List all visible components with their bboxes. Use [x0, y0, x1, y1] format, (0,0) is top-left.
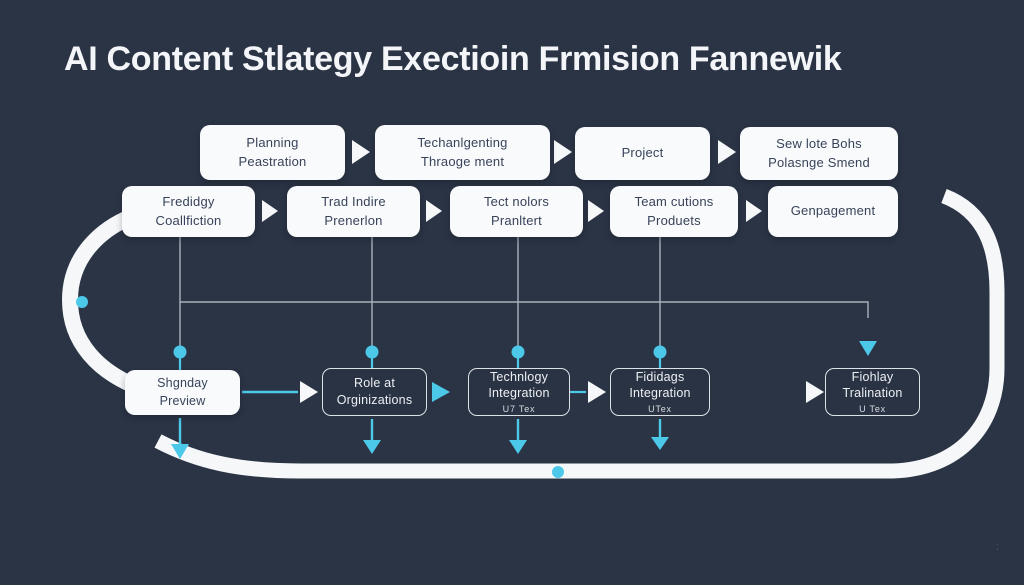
node-dot — [365, 345, 379, 359]
box-line: Coallfiction — [155, 212, 222, 228]
box-planning-peastration: Planning Peastration — [200, 125, 345, 180]
box-line: Technlogy — [489, 369, 549, 384]
box-line: Trad Indire — [321, 194, 386, 210]
box-line: Fredidgy — [162, 194, 215, 210]
box-trad-indire: Trad Indire Prenerlon — [287, 186, 420, 237]
band-dot-left — [76, 296, 88, 308]
arrow-right-icon — [262, 200, 278, 222]
box-line: Planning — [246, 135, 299, 151]
node-dot — [653, 345, 667, 359]
arrow-right-icon — [588, 381, 606, 403]
box-line: Techanlgenting — [417, 135, 508, 151]
box-subline: UTex — [648, 404, 672, 415]
box-line: Integration — [629, 386, 691, 401]
corner-mark: : — [995, 541, 1000, 553]
box-role-at-orginizations: Role at Orginizations — [322, 368, 427, 416]
box-technlogy-integration: Technlogy Integration U7 Tex — [468, 368, 570, 416]
box-line: Tect nolors — [483, 194, 550, 210]
node-dot — [511, 345, 525, 359]
box-line: Preview — [159, 393, 206, 408]
box-subline: U Tex — [859, 404, 886, 415]
box-line: Genpagement — [790, 203, 876, 219]
box-line: Tralination — [842, 386, 903, 401]
box-sew-lote-bohs: Sew lote Bohs Polasnge Smend — [740, 127, 898, 180]
box-fididags-integration: Fididags Integration UTex — [610, 368, 710, 416]
box-line: Orginizations — [336, 393, 413, 407]
box-line: Integration — [488, 386, 550, 401]
box-fredidgy-coallfiction: Fredidgy Coallfiction — [122, 186, 255, 237]
box-line: Sew lote Bohs — [776, 136, 862, 152]
arrow-right-icon — [432, 382, 450, 402]
arrow-right-icon — [718, 140, 736, 164]
diagram-title: AI Content Stlategy Exectioin Frmision F… — [64, 40, 842, 78]
node-dot — [173, 345, 187, 359]
arrow-down-icon — [363, 440, 381, 454]
box-shgnday-preview: Shgnday Preview — [125, 370, 240, 415]
box-line: Polasnge Smend — [768, 154, 870, 170]
cyan-stub-lines — [178, 352, 662, 370]
box-line: Pranltert — [491, 212, 542, 228]
box-team-cutions: Team cutions Produets — [610, 186, 738, 237]
arrow-down-icon — [859, 341, 877, 356]
box-subline: U7 Tex — [502, 404, 536, 415]
box-line: Thraoge ment — [420, 153, 505, 169]
box-line: Prenerlon — [324, 212, 383, 228]
arrow-down-icon — [171, 444, 189, 459]
box-line: Project — [621, 145, 664, 161]
arrow-right-icon — [352, 140, 370, 164]
arrow-right-icon — [426, 200, 442, 222]
horizontal-bus-line — [180, 301, 869, 318]
box-project: Project — [575, 127, 710, 180]
arrow-right-icon — [588, 200, 604, 222]
loop-band-left — [61, 202, 155, 396]
arrow-right-icon — [746, 200, 762, 222]
box-line: Team cutions — [634, 194, 714, 210]
box-line: Fididags — [635, 369, 685, 384]
loop-band-right-bottom — [154, 188, 1005, 479]
vertical-connector-lines — [179, 237, 661, 352]
arrow-down-icon — [509, 440, 527, 454]
arrow-right-icon — [806, 381, 824, 403]
box-line: Role at — [353, 376, 395, 391]
box-line: Fiohlay — [851, 369, 894, 384]
box-line: Produets — [647, 212, 701, 228]
arrow-right-icon — [554, 140, 572, 164]
arrow-right-icon — [300, 381, 318, 403]
box-techanlgenting: Techanlgenting Thraoge ment — [375, 125, 550, 180]
box-line: Shgnday — [157, 375, 208, 390]
box-tect-nolors: Tect nolors Pranltert — [450, 186, 583, 237]
box-fiohlay-tralination: Fiohlay Tralination U Tex — [825, 368, 920, 416]
arrow-down-icon — [651, 437, 669, 450]
box-genpagement: Genpagement — [768, 186, 898, 237]
band-dot-bottom — [552, 466, 564, 478]
box-line: Peastration — [238, 153, 307, 169]
